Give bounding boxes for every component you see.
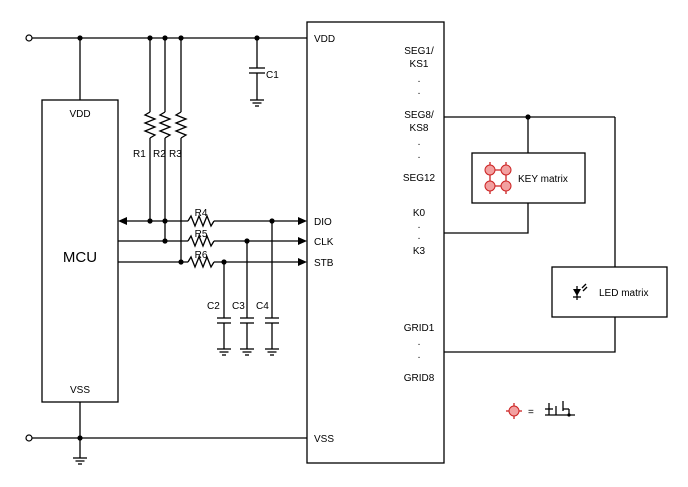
stb-arrow-icon <box>298 258 307 266</box>
legend-equals: = <box>528 407 534 418</box>
vdd-rail <box>25 34 307 100</box>
led-icon <box>573 283 588 300</box>
ic-dot-2: . <box>418 86 421 97</box>
key-matrix-label: KEY matrix <box>518 174 568 185</box>
c1-ground-icon <box>250 99 264 107</box>
ic-dio-label: DIO <box>314 217 332 228</box>
ic-vss-label: VSS <box>314 434 334 445</box>
c4-capacitor-icon <box>265 221 279 356</box>
key-matrix-symbol-icon <box>484 162 512 194</box>
c2-label: C2 <box>207 301 220 312</box>
grid-bus-line <box>444 317 616 353</box>
ic-seg12-label: SEG12 <box>403 173 436 184</box>
vss-ground-icon <box>73 457 87 465</box>
clk-signal-line <box>118 234 307 248</box>
r1-label: R1 <box>133 149 146 160</box>
ic-k0-label: K0 <box>413 208 426 219</box>
ic-dot-1: . <box>418 74 421 85</box>
r6-resistor-icon <box>187 255 215 269</box>
ic-ks8-label: KS8 <box>410 123 429 134</box>
clk-arrow-icon <box>298 237 307 245</box>
dio-signal-line <box>118 214 307 228</box>
r6-label: R6 <box>195 250 208 261</box>
legend-switch-icon <box>545 401 575 417</box>
c3-label: C3 <box>232 301 245 312</box>
r2-resistor-icon <box>158 38 172 241</box>
k-bus-line <box>444 203 529 234</box>
seg-bus-line <box>444 114 616 267</box>
mcu-title: MCU <box>63 249 97 266</box>
ic-dot-8: . <box>418 350 421 361</box>
r4-resistor-icon <box>187 214 215 228</box>
dio-right-arrow-icon <box>298 217 307 225</box>
driver-ic-block <box>306 21 445 464</box>
ic-seg8-label: SEG8/ <box>404 110 434 121</box>
vdd-terminal-icon <box>25 34 33 42</box>
c2-capacitor-icon <box>217 262 231 356</box>
ic-stb-label: STB <box>314 258 334 269</box>
led-matrix-box <box>551 266 668 318</box>
ic-dot-6: . <box>418 231 421 242</box>
r3-label: R3 <box>169 149 182 160</box>
ic-dot-5: . <box>418 220 421 231</box>
vss-rail <box>25 402 307 465</box>
r2-label: R2 <box>153 149 166 160</box>
vss-terminal-icon <box>25 434 33 442</box>
ic-k3-label: K3 <box>413 246 426 257</box>
ic-grid8-label: GRID8 <box>404 373 435 384</box>
c3-capacitor-icon <box>240 241 254 356</box>
ic-seg1-label: SEG1/ <box>404 46 434 57</box>
ic-vdd-label: VDD <box>314 34 335 45</box>
c4-label: C4 <box>256 301 269 312</box>
ic-dot-3: . <box>418 137 421 148</box>
mcu-vss-label: VSS <box>70 385 90 396</box>
ic-dot-4: . <box>418 150 421 161</box>
c1-label: C1 <box>266 70 279 81</box>
ic-ks1-label: KS1 <box>410 59 429 70</box>
led-matrix-label: LED matrix <box>599 288 648 299</box>
ic-clk-label: CLK <box>314 237 334 248</box>
r5-label: R5 <box>195 229 208 240</box>
ic-grid1-label: GRID1 <box>404 323 435 334</box>
c1-capacitor-icon <box>249 38 265 100</box>
ic-dot-7: . <box>418 337 421 348</box>
mcu-vdd-label: VDD <box>69 109 90 120</box>
dio-left-arrow-icon <box>118 217 127 225</box>
r4-label: R4 <box>195 208 208 219</box>
mcu-block <box>41 99 119 403</box>
r5-resistor-icon <box>187 234 215 248</box>
stb-signal-line <box>118 255 307 269</box>
legend-key-symbol-icon <box>506 403 522 419</box>
r1-resistor-icon <box>143 38 157 221</box>
